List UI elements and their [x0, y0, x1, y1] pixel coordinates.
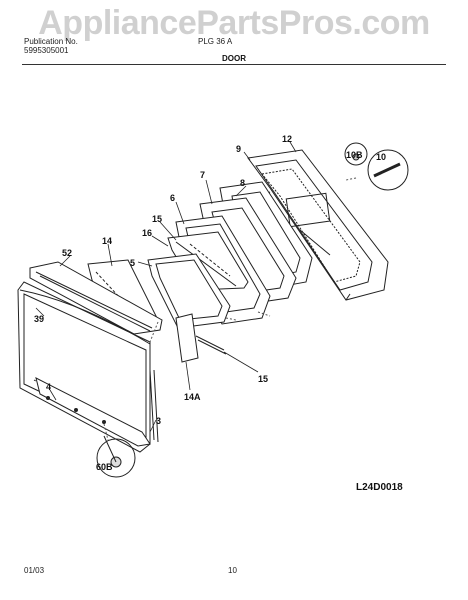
section-title: DOOR — [222, 54, 246, 63]
callout-52: 52 — [62, 248, 72, 258]
publication-label: Publication No. — [24, 37, 78, 46]
callout-12: 12 — [282, 134, 292, 144]
publication-number: 5995305001 — [24, 46, 69, 55]
glass-5 — [147, 253, 231, 329]
detail-10b — [344, 142, 368, 166]
diagram-code: L24D0018 — [356, 482, 403, 493]
callout-10: 10 — [376, 152, 386, 162]
footer-date: 01/03 — [24, 566, 45, 575]
callout-5: 5 — [130, 258, 135, 268]
callout-7: 7 — [200, 170, 205, 180]
header-rule — [22, 64, 446, 65]
callout-16: 16 — [142, 228, 152, 238]
callout-14a: 14A — [184, 392, 201, 402]
callout-15-lower: 15 — [258, 374, 268, 384]
model-number: PLG 36 A — [198, 37, 233, 46]
footer-page: 10 — [228, 566, 237, 575]
callout-9: 9 — [236, 144, 241, 154]
handle-52 — [29, 261, 163, 335]
callout-6: 6 — [170, 193, 175, 203]
callout-14: 14 — [102, 236, 112, 246]
callout-10b: 10B — [346, 150, 363, 160]
callout-4: 4 — [46, 382, 51, 392]
callout-3: 3 — [156, 416, 161, 426]
detail-60b — [96, 438, 136, 478]
callout-8: 8 — [240, 178, 245, 188]
callout-15-upper: 15 — [152, 214, 162, 224]
callout-39: 39 — [34, 314, 44, 324]
callout-60b: 60B — [96, 462, 113, 472]
watermark: AppliancePartsPros.com — [38, 4, 430, 42]
detail-10 — [367, 149, 409, 191]
